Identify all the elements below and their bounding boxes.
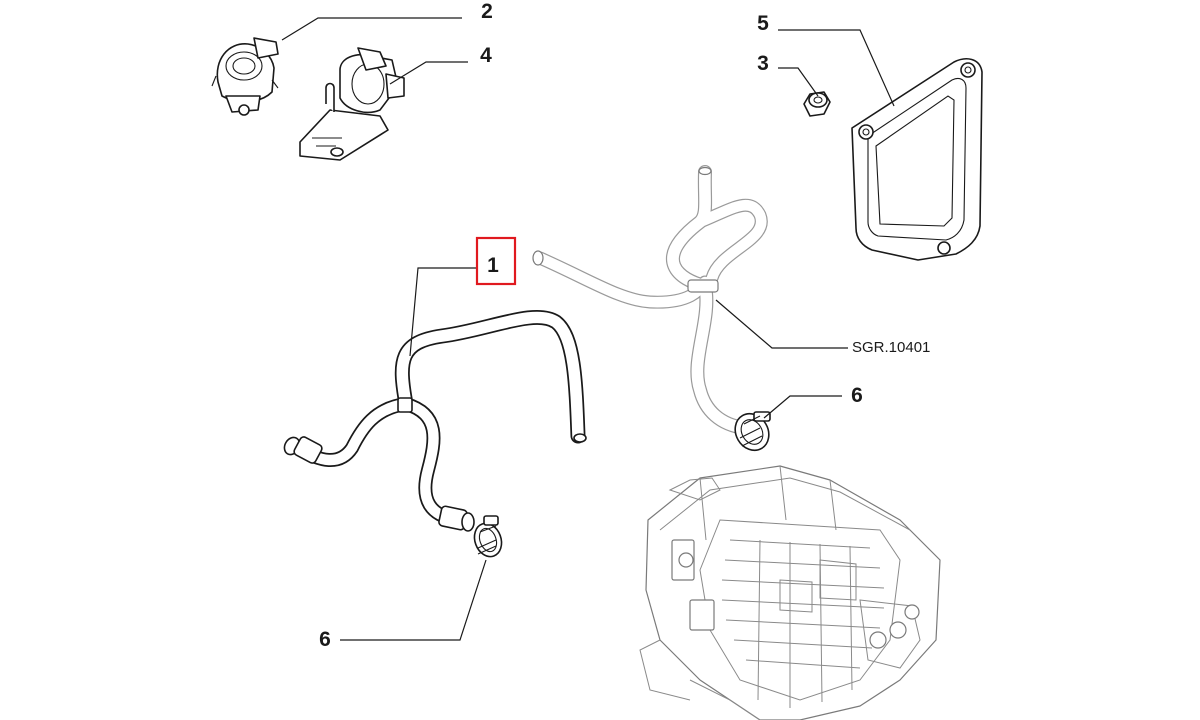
hose-clip-part-2[interactable]	[211, 37, 279, 116]
callout-1[interactable]: 1	[487, 254, 499, 277]
callout-6-lower[interactable]: 6	[319, 628, 331, 651]
hose-assembly-sgr-10401[interactable]	[532, 165, 768, 435]
leader-6-upper	[763, 395, 842, 419]
leader-4	[389, 61, 468, 85]
leader-6-lower	[340, 559, 487, 641]
callout-6-upper[interactable]: 6	[851, 384, 863, 407]
leader-1	[409, 267, 478, 357]
hose-clamp-part-6-upper[interactable]	[729, 408, 776, 457]
nut-part-3[interactable]	[803, 91, 831, 117]
leader-lines	[281, 17, 895, 641]
callout-4[interactable]: 4	[480, 44, 492, 67]
gasket-part-5[interactable]	[851, 58, 983, 261]
callout-5[interactable]: 5	[757, 12, 769, 35]
reference-code[interactable]: SGR.10401	[852, 339, 930, 356]
leader-2	[281, 17, 462, 41]
callout-3[interactable]: 3	[757, 52, 769, 75]
heater-hose-part-1[interactable]	[281, 309, 587, 532]
hose-clamp-part-6-lower[interactable]	[470, 515, 506, 560]
bracket-part-4[interactable]	[299, 47, 405, 161]
leader-3	[778, 67, 819, 97]
hvac-heater-unit	[639, 465, 941, 720]
leader-5	[778, 29, 895, 107]
callout-2[interactable]: 2	[481, 0, 493, 23]
selected-part-highlight	[475, 236, 517, 286]
leader-sgr	[715, 299, 848, 349]
